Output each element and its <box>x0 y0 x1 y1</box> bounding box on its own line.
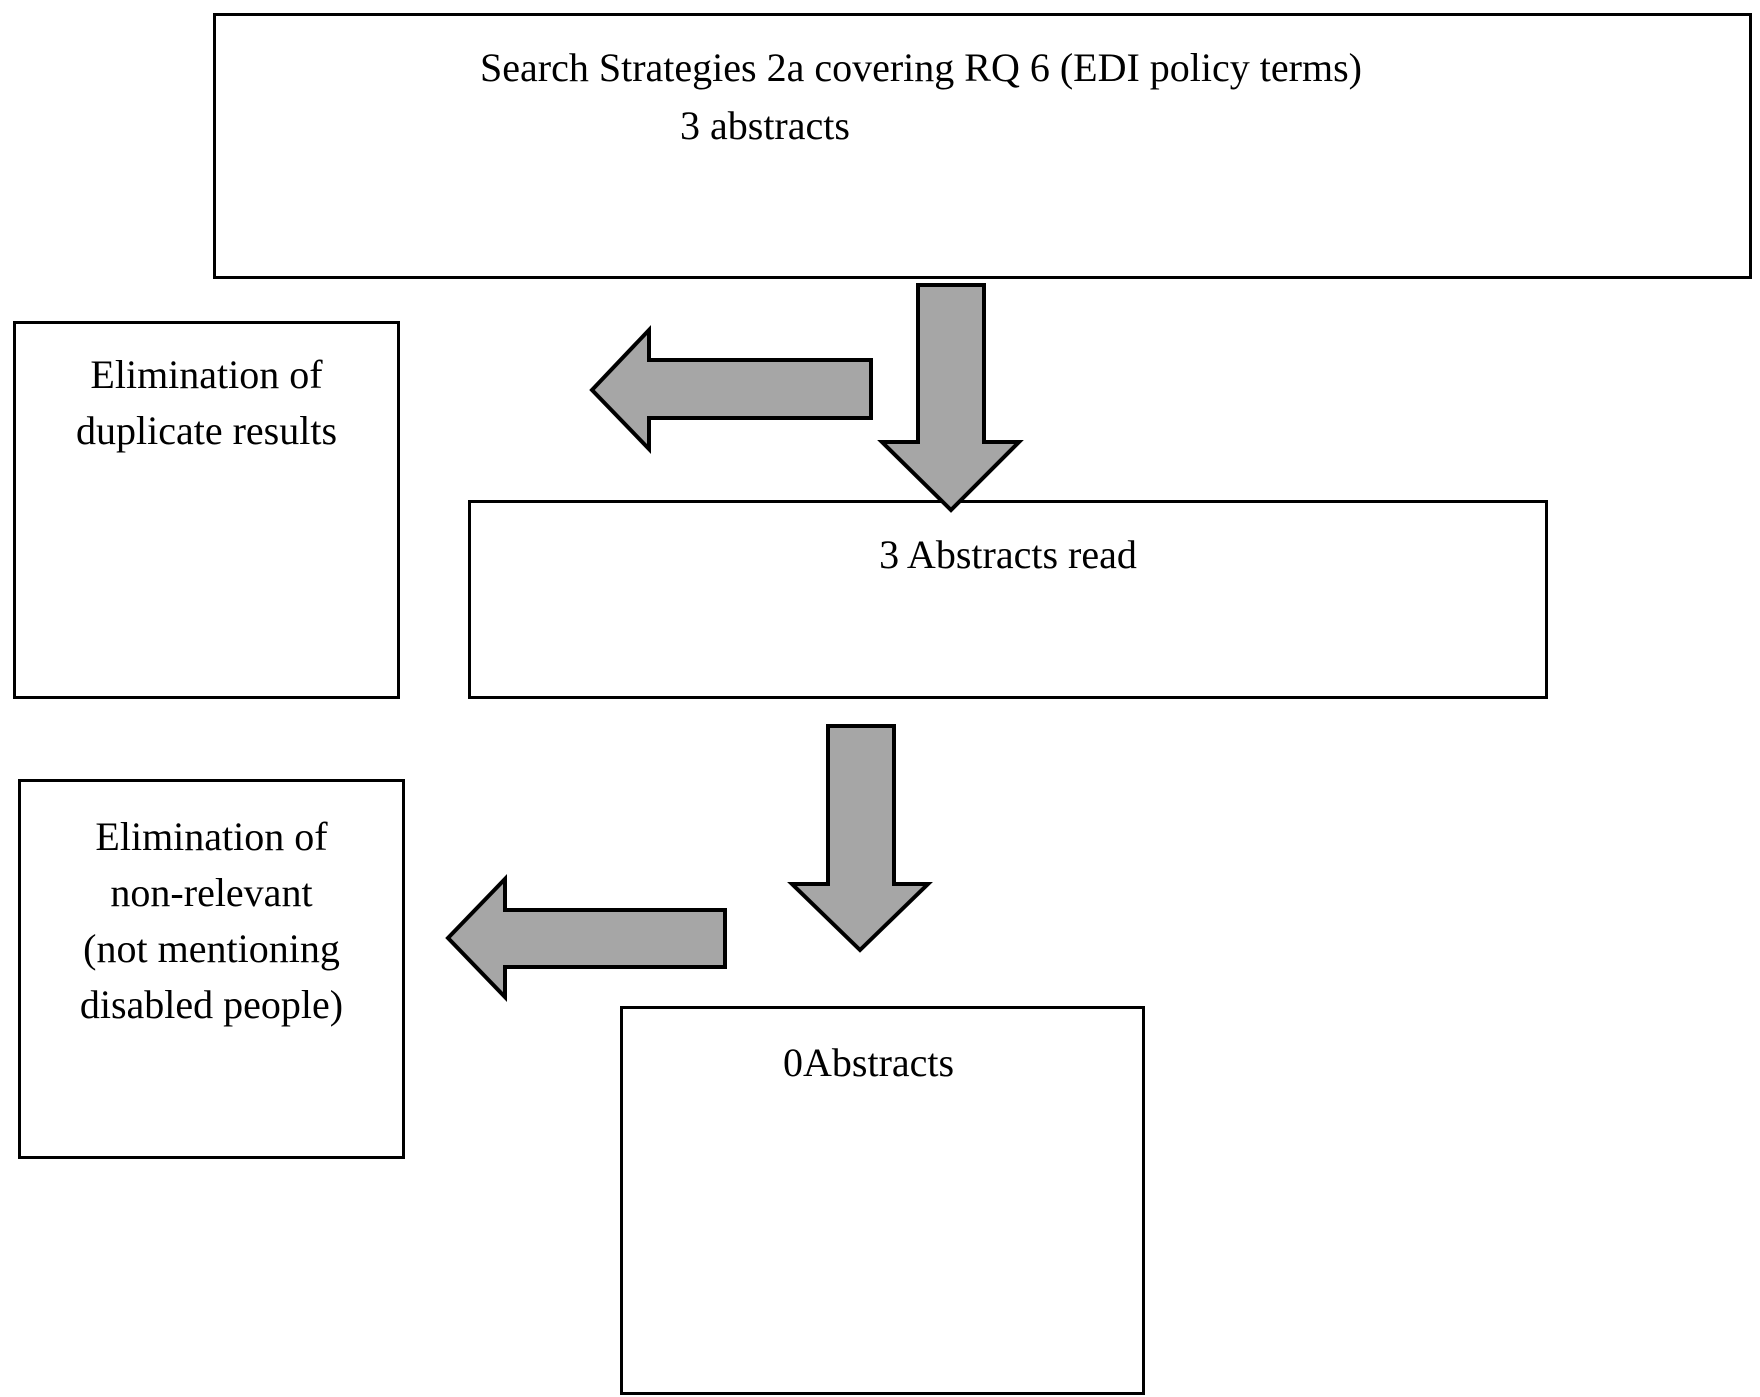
arrow-left-to-duplicates <box>589 324 873 454</box>
search-strategies-count: 3 abstracts <box>680 103 850 148</box>
elimination-nonrelevant-line4: disabled people) <box>79 982 344 1027</box>
elimination-nonrelevant-line1: Elimination of <box>95 814 328 859</box>
final-abstracts-box: 0Abstracts <box>620 1006 1145 1395</box>
arrow-down-to-read <box>877 283 1024 513</box>
elimination-nonrelevant-box: Elimination of non-relevant (not mention… <box>18 779 405 1159</box>
search-strategies-title: Search Strategies 2a covering RQ 6 (EDI … <box>480 45 1362 90</box>
abstracts-read-box: 3 Abstracts read <box>468 500 1548 699</box>
final-abstracts-label: 0Abstracts <box>783 1040 955 1085</box>
elimination-nonrelevant-line3: (not mentioning <box>83 926 340 971</box>
elimination-duplicates-line2: duplicate results <box>75 408 338 453</box>
arrow-down-to-final <box>787 724 933 953</box>
elimination-duplicates-line1: Elimination of <box>90 352 323 397</box>
abstracts-read-label: 3 Abstracts read <box>879 532 1137 577</box>
elimination-nonrelevant-line2: non-relevant <box>110 870 313 915</box>
search-strategies-box: Search Strategies 2a covering RQ 6 (EDI … <box>213 13 1752 279</box>
elimination-duplicates-box: Elimination of duplicate results <box>13 321 400 699</box>
arrow-left-to-nonrelevant <box>445 874 727 1002</box>
